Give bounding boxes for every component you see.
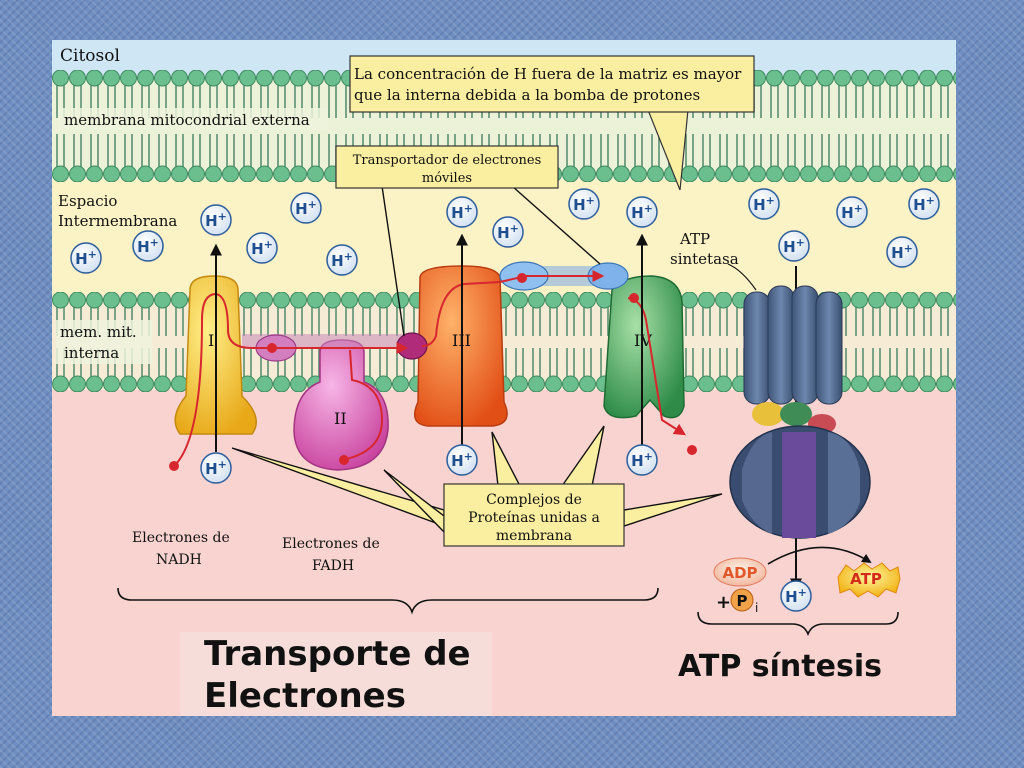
intermembrane-label-1: Espacio [58, 192, 117, 210]
proton-h-plus: H+ [886, 236, 918, 268]
protons-group: H+H+H+H+H+H+H+H+H+H+H+H+H+H+H+H+H+H+H+ [70, 188, 940, 612]
proton-h-plus: H+ [836, 196, 868, 228]
proton-h-plus: H+ [446, 196, 478, 228]
complexes-text-1: Complejos de [486, 492, 582, 508]
outer-membrane-label: membrana mitocondrial externa [64, 111, 310, 129]
adp-text: ADP [722, 564, 757, 582]
complexes-text-2: Proteínas unidas a [468, 510, 600, 526]
transport-title-1: Transporte de [204, 634, 471, 674]
atp-synthase-label-2: sintetasa [670, 250, 739, 268]
complexes-text-3: membrana [496, 528, 572, 544]
complex-I-label: I [208, 331, 214, 350]
proton-h-plus: H+ [492, 216, 524, 248]
proton-h-plus: H+ [200, 452, 232, 484]
proton-h-plus: H+ [246, 232, 278, 264]
complex-II-label: II [334, 409, 347, 428]
atp-synthesis-title: ATP síntesis [678, 649, 882, 684]
electron-transport-diagram: Citosol membrana mitocondrial externa Es… [52, 40, 956, 716]
proton-h-plus: H+ [132, 230, 164, 262]
nadh-label-1: Electrones de [132, 530, 230, 546]
concentration-callout: La concentración de H fuera de la matriz… [349, 55, 755, 191]
fadh-label-2: FADH [312, 558, 354, 574]
proton-h-plus: H+ [780, 580, 812, 612]
electron-dot-cytc [517, 273, 527, 283]
electron-dot-iv [629, 293, 639, 303]
phosphate-sub: i [755, 601, 758, 615]
proton-h-plus: H+ [626, 196, 658, 228]
adp-badge: ADP [713, 557, 767, 587]
concentration-text-2: que la interna debida a la bomba de prot… [354, 86, 700, 104]
proton-h-plus: H+ [778, 230, 810, 262]
diagram-slide: Citosol membrana mitocondrial externa Es… [52, 40, 956, 716]
atp-text: ATP [850, 570, 882, 588]
carrier-text-2: móviles [422, 171, 472, 186]
proton-h-plus: H+ [200, 204, 232, 236]
transport-title-2: Electrones [204, 676, 406, 716]
concentration-text-1: La concentración de H fuera de la matriz… [354, 65, 742, 83]
proton-h-plus: H+ [568, 188, 600, 220]
fadh-label-1: Electrones de [282, 536, 380, 552]
inner-membrane-label-2: interna [64, 344, 119, 362]
nadh-label-2: NADH [156, 552, 202, 568]
proton-h-plus: H+ [748, 188, 780, 220]
atp-synthase-label-1: ATP [679, 230, 710, 248]
complex-IV: IV [603, 275, 685, 419]
plus-sign: + [716, 592, 731, 613]
carrier-text-1: Transportador de electrones [353, 153, 542, 168]
proton-h-plus: H+ [446, 444, 478, 476]
atp-reaction-arrow [767, 546, 872, 565]
proton-h-plus: H+ [908, 188, 940, 220]
complex-III: III [413, 265, 508, 427]
atp-badge: ATP [837, 562, 901, 598]
electron-dot-o2 [687, 445, 697, 455]
electron-dot-nadh [169, 461, 179, 471]
proton-h-plus: H+ [70, 242, 102, 274]
proton-h-plus: H+ [290, 192, 322, 224]
inner-membrane-label-1: mem. mit. [60, 323, 137, 341]
proton-h-plus: H+ [326, 244, 358, 276]
atp-brace [697, 611, 899, 637]
phosphate-text: P [737, 592, 748, 610]
proton-h-plus: H+ [626, 444, 658, 476]
carrier-callout: Transportador de electrones móviles [335, 145, 601, 337]
transport-brace [117, 587, 659, 615]
electron-dot-q [267, 343, 277, 353]
complexes-callout: Complejos de Proteínas unidas a membrana [231, 425, 723, 547]
phosphate-circle [730, 588, 754, 612]
intermembrane-label-2: Intermembrana [58, 212, 177, 230]
atp-synthase [729, 285, 871, 539]
electron-dot-fadh [339, 455, 349, 465]
cytosol-label: Citosol [60, 46, 120, 66]
